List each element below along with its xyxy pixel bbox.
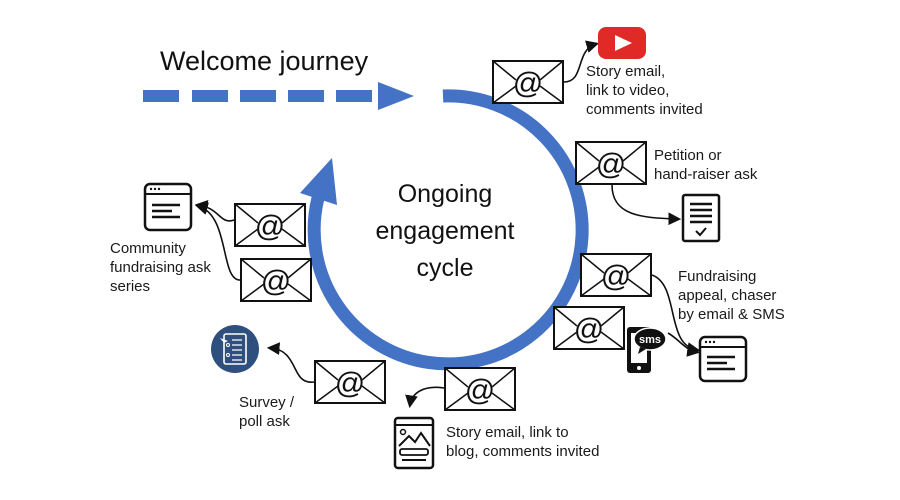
- cycle-label-line: cycle: [416, 254, 474, 282]
- cycle-label-line: Ongoing: [397, 180, 493, 208]
- email-icon: [314, 360, 386, 404]
- connectors: [194, 40, 701, 409]
- dash-segment: [288, 90, 324, 102]
- dash-segment: [143, 90, 179, 102]
- sms-label: sms: [639, 334, 661, 346]
- node-label-video: Story email,link to video,comments invit…: [586, 63, 703, 118]
- sms-phone-icon: sms: [627, 327, 667, 373]
- cycle-label-line: engagement: [375, 217, 515, 245]
- email-icon: [240, 258, 312, 302]
- email-icon: [553, 306, 625, 350]
- email-icon: [575, 141, 647, 185]
- webpage-icon: [698, 335, 748, 383]
- connector-video: [563, 40, 600, 83]
- email-icon: [580, 253, 652, 297]
- connector-blog: [405, 386, 445, 409]
- dash-segment: [336, 90, 372, 102]
- connector-survey: [266, 342, 315, 383]
- welcome-journey-arrow: [143, 82, 414, 110]
- dash-segment: [240, 90, 276, 102]
- engagement-cycle-arc: [300, 89, 589, 371]
- connector-petition: [611, 184, 682, 226]
- email-icon: [444, 367, 516, 411]
- email-icon: [234, 203, 306, 247]
- survey-icon: [211, 325, 259, 373]
- youtube-icon: [598, 27, 646, 59]
- dash-segment: [192, 90, 228, 102]
- form-checklist-icon: [681, 193, 721, 243]
- connector-sms: [667, 332, 701, 357]
- email-icon: [492, 60, 564, 104]
- webpage-icon: [143, 182, 193, 232]
- cycle-arrowhead: [300, 158, 337, 205]
- node-label-survey: Survey /poll ask: [239, 394, 295, 430]
- welcome-journey-title: Welcome journey: [160, 46, 369, 76]
- blog-article-icon: [393, 416, 435, 470]
- arrowhead-right: [378, 82, 414, 110]
- connector-community-2: [194, 202, 241, 281]
- cycle-label: Ongoing engagement cycle: [360, 176, 530, 287]
